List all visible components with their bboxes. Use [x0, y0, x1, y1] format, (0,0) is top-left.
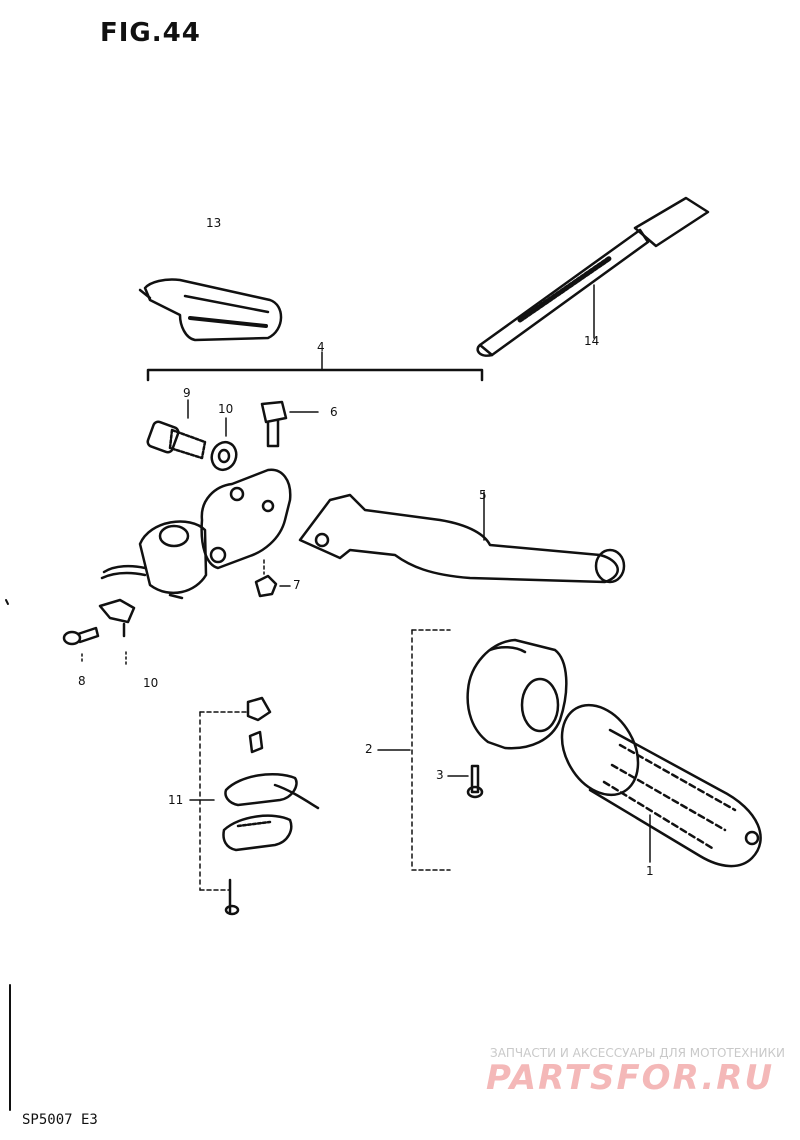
callout-1: 1 — [646, 864, 654, 878]
callout-4: 4 — [317, 340, 325, 354]
callout-3: 3 — [436, 768, 444, 782]
switch-screw — [62, 626, 100, 665]
callout-14: 14 — [584, 334, 600, 348]
callout-10-upper: 10 — [218, 402, 234, 416]
small-nut — [254, 559, 291, 598]
callout-6: 6 — [330, 405, 338, 419]
throttle-housing — [377, 629, 568, 871]
adjuster-bolt — [146, 399, 207, 460]
callout-10-lower: 10 — [143, 676, 159, 690]
callout-13: 13 — [206, 216, 222, 230]
callout-11: 11 — [168, 793, 184, 807]
watermark-tagline: ЗАПЧАСТИ И АКСЕССУАРЫ ДЛЯ МОТОТЕХНИКИ — [490, 1046, 786, 1060]
callout-2: 2 — [365, 742, 373, 756]
cable-tie — [476, 196, 710, 357]
callout-7: 7 — [293, 578, 301, 592]
assembly-bracket-4 — [146, 351, 484, 382]
lever-cover-boot — [138, 278, 283, 342]
clutch-switch — [189, 696, 320, 916]
callout-9: 9 — [183, 386, 191, 400]
cable-connector — [98, 598, 136, 665]
lever-holder — [100, 468, 292, 600]
figure-code: SP5007 E3 — [22, 1112, 98, 1128]
clutch-lever — [298, 491, 626, 584]
figure-title: FIG.44 — [100, 18, 201, 48]
housing-screw — [447, 764, 484, 799]
handlebar-grip — [560, 703, 762, 868]
callout-8: 8 — [78, 674, 86, 688]
pivot-bolt — [260, 400, 319, 448]
lock-nut — [210, 417, 238, 472]
callout-5: 5 — [479, 488, 487, 502]
margin-marks — [5, 599, 11, 1111]
watermark-logo: PARTSFOR.RU — [486, 1058, 775, 1098]
